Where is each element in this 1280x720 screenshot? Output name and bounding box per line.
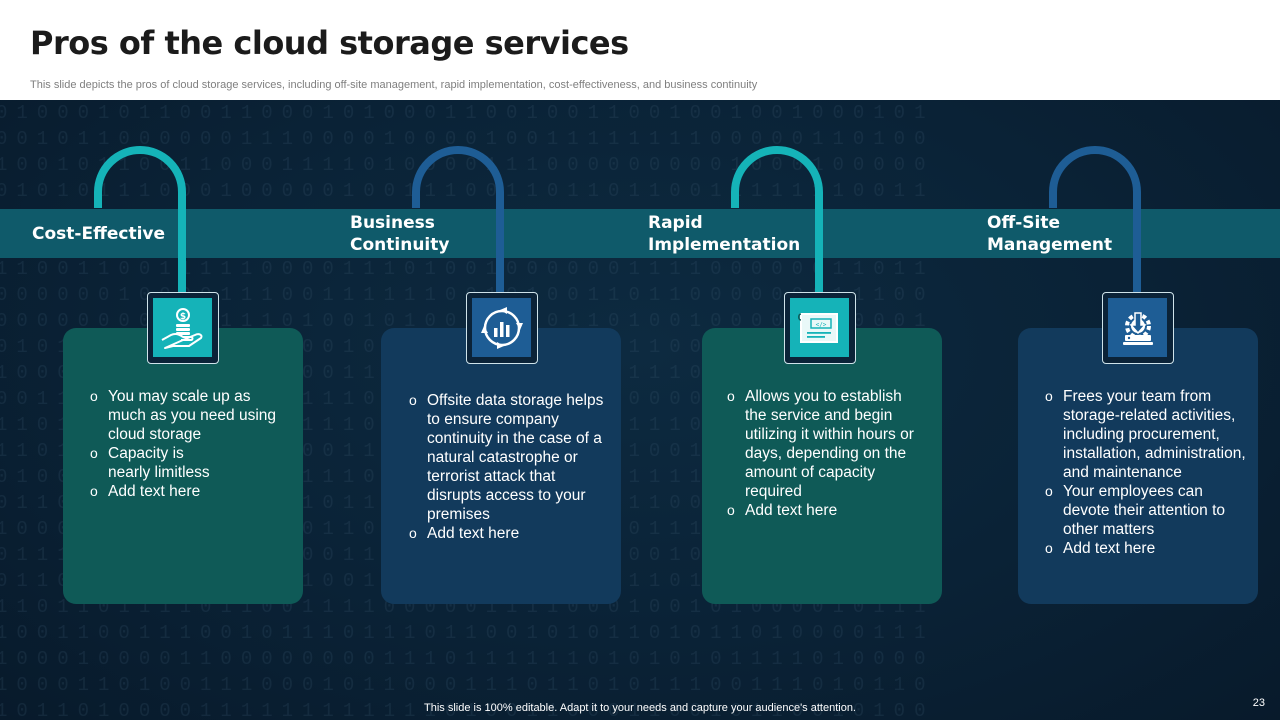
slide-title: Pros of the cloud storage services [30,24,629,62]
heading-rapid-implementation: Rapid Implementation [648,213,801,255]
svg-text:$: $ [179,312,185,322]
pro-card-off-site-management: Frees your team from storage-related act… [1018,328,1258,604]
icon-box-cost-effective: $ [147,292,219,364]
icon-box-business-continuity [466,292,538,364]
list-item: You may scale up as much as you need usi… [90,387,290,444]
slide-header: Pros of the cloud storage services This … [0,0,1280,100]
list-item: Capacity is nearly limitless [90,444,220,482]
list-item: Add text here [409,524,605,543]
pro-points-list: Offsite data storage helps to ensure com… [409,391,605,543]
list-item: Add text here [1045,539,1250,558]
footer-note: This slide is 100% editable. Adapt it to… [424,702,856,714]
heading-business-continuity: Business Continuity [350,213,450,255]
list-item: Frees your team from storage-related act… [1045,387,1250,482]
pro-card-business-continuity: Offsite data storage helps to ensure com… [381,328,621,604]
code-document-icon: </> [790,298,849,357]
list-item: Add text here [90,482,290,501]
list-item: Your employees can devote their attentio… [1045,482,1250,539]
page-number: 23 [1252,697,1265,709]
money-hand-icon: $ [153,298,212,357]
list-item: Add text here [727,501,923,520]
heading-cost-effective: Cost-Effective [32,224,166,244]
icon-box-off-site-management [1102,292,1174,364]
server-tools-icon [1108,298,1167,357]
slide-subtitle: This slide depicts the pros of cloud sto… [30,79,758,91]
heading-off-site-management: Off-Site Management [987,213,1113,255]
pro-points-list: Frees your team from storage-related act… [1045,387,1250,558]
pro-card-cost-effective: You may scale up as much as you need usi… [63,328,303,604]
list-item: Offsite data storage helps to ensure com… [409,391,605,524]
svg-text:</>: </> [815,321,826,328]
recycle-chart-icon [472,298,531,357]
icon-box-rapid-implementation: </> [784,292,856,364]
list-item: Allows you to establish the service and … [727,387,923,501]
pro-points-list: Allows you to establish the service and … [727,387,923,520]
pro-points-list: You may scale up as much as you need usi… [90,387,290,501]
pro-card-rapid-implementation: Allows you to establish the service and … [702,328,942,604]
